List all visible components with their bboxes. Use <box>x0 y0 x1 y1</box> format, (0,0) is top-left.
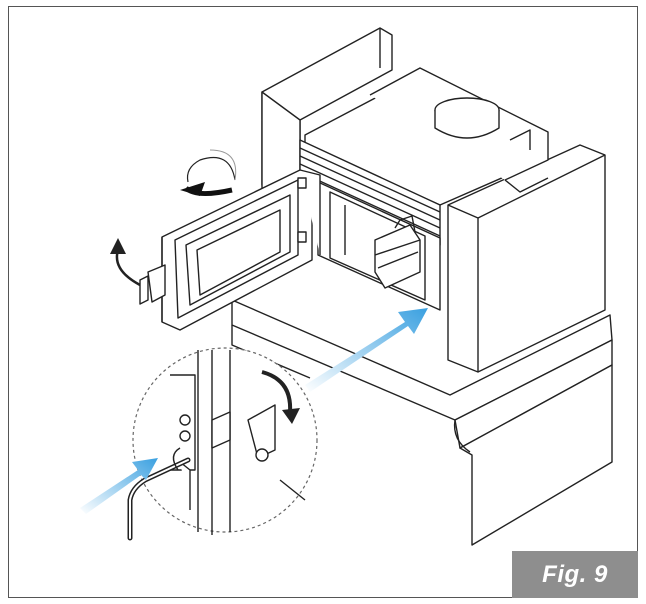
stove-base <box>231 299 613 546</box>
stove-top <box>304 67 549 206</box>
detail-zoom-circle <box>127 347 318 541</box>
stove-door <box>139 169 321 331</box>
figure-label: Fig. 9 <box>512 551 638 598</box>
point-to-tool-arrow-icon <box>80 458 158 514</box>
surround-right-panel <box>447 144 606 373</box>
point-to-hinge-arrow-icon <box>305 308 428 392</box>
stove-front <box>299 139 441 311</box>
handle-lift-arrow-icon <box>110 238 141 287</box>
hinge-rotate-arrow-icon <box>261 370 300 424</box>
door-open-rotate-arrow-icon <box>180 149 237 196</box>
